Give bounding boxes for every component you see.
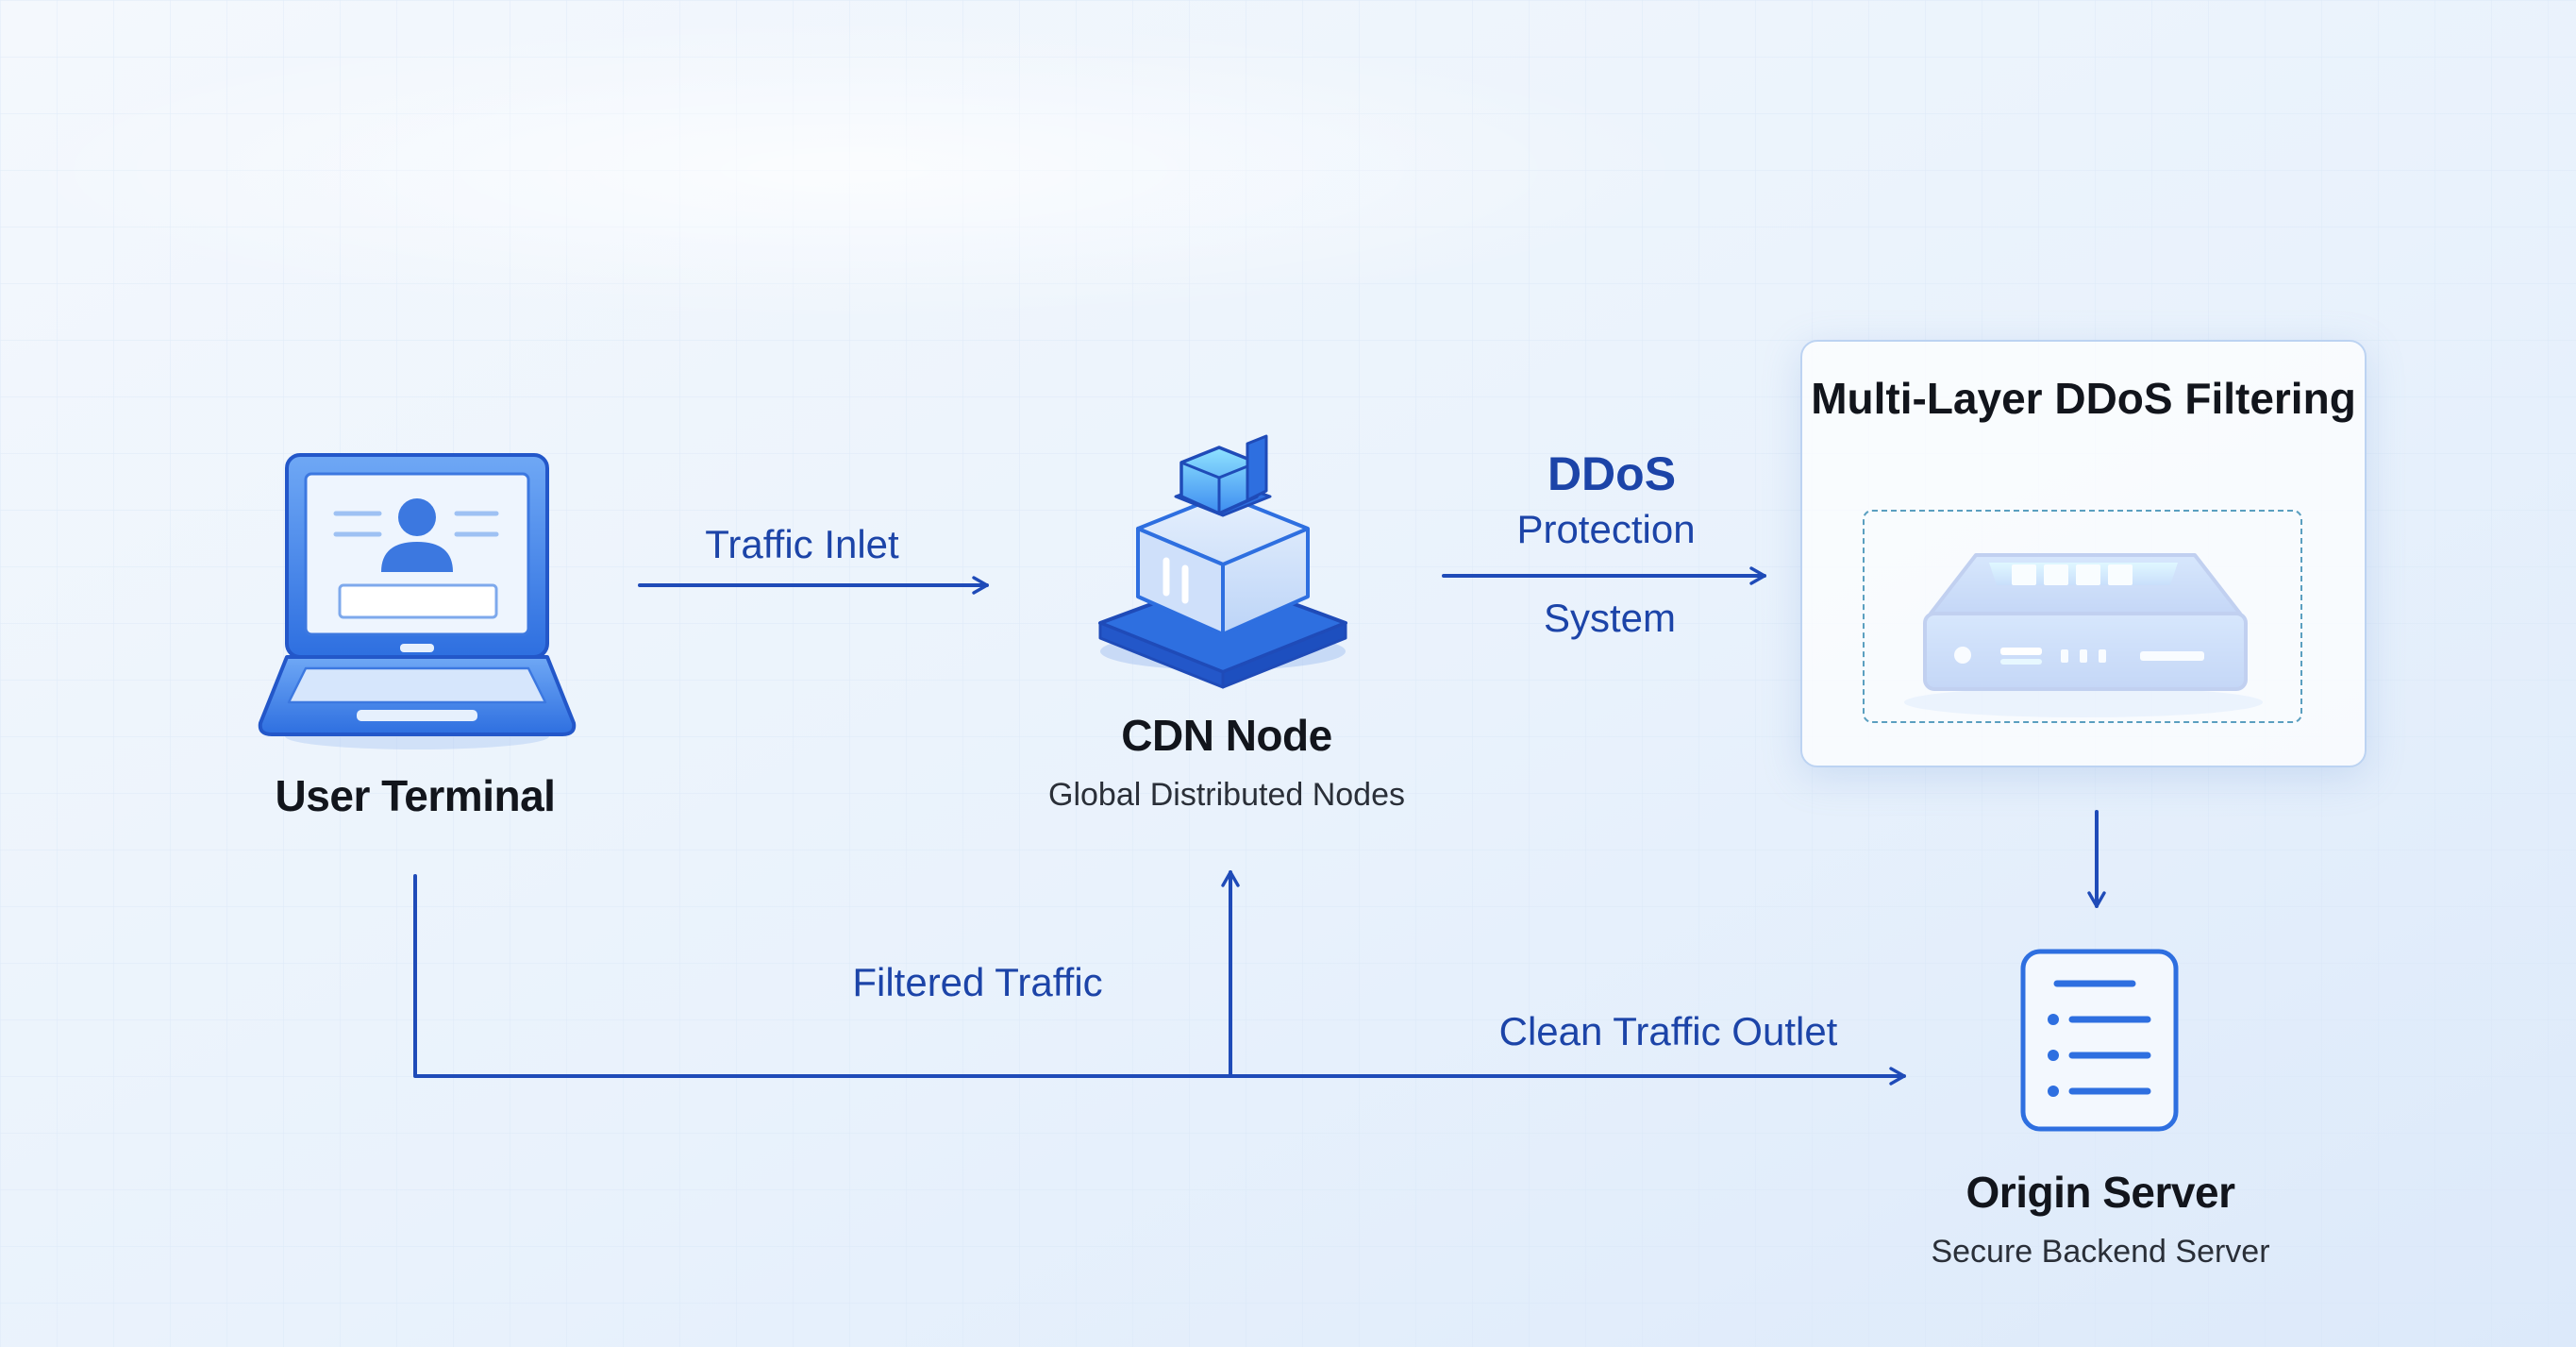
filtering-zone	[1863, 510, 2302, 723]
origin-server-label: Origin Server	[1965, 1168, 2235, 1217]
background-glow	[0, 19, 1698, 321]
ddos-protection-line2: Protection	[1516, 507, 1696, 551]
ddos-protection-line3: System	[1543, 596, 1677, 640]
ddos-filtering-title: Multi-Layer DDoS Filtering	[1811, 374, 2356, 423]
origin-server-subtitle: Secure Backend Server	[1931, 1234, 2270, 1270]
edge-label-filtered-traffic: Filtered Traffic	[852, 960, 1103, 1004]
edge-label-clean-traffic-outlet: Clean Traffic Outlet	[1498, 1009, 1838, 1053]
ddos-protection-line1: DDoS	[1547, 447, 1677, 500]
edge-label-traffic-inlet: Traffic Inlet	[705, 522, 899, 566]
laptop-user-icon	[258, 453, 577, 749]
cube-stack-icon	[1098, 434, 1347, 689]
server-list-icon	[2020, 949, 2179, 1132]
cdn-node-label: CDN Node	[1121, 711, 1332, 760]
cdn-node-subtitle: Global Distributed Nodes	[1048, 777, 1405, 813]
ddos-filtering-box: Multi-Layer DDoS Filtering	[1800, 340, 2367, 767]
edge-clean-traffic-outlet	[413, 874, 1906, 1086]
edges	[413, 566, 2106, 1086]
user-terminal-label: User Terminal	[275, 771, 556, 820]
